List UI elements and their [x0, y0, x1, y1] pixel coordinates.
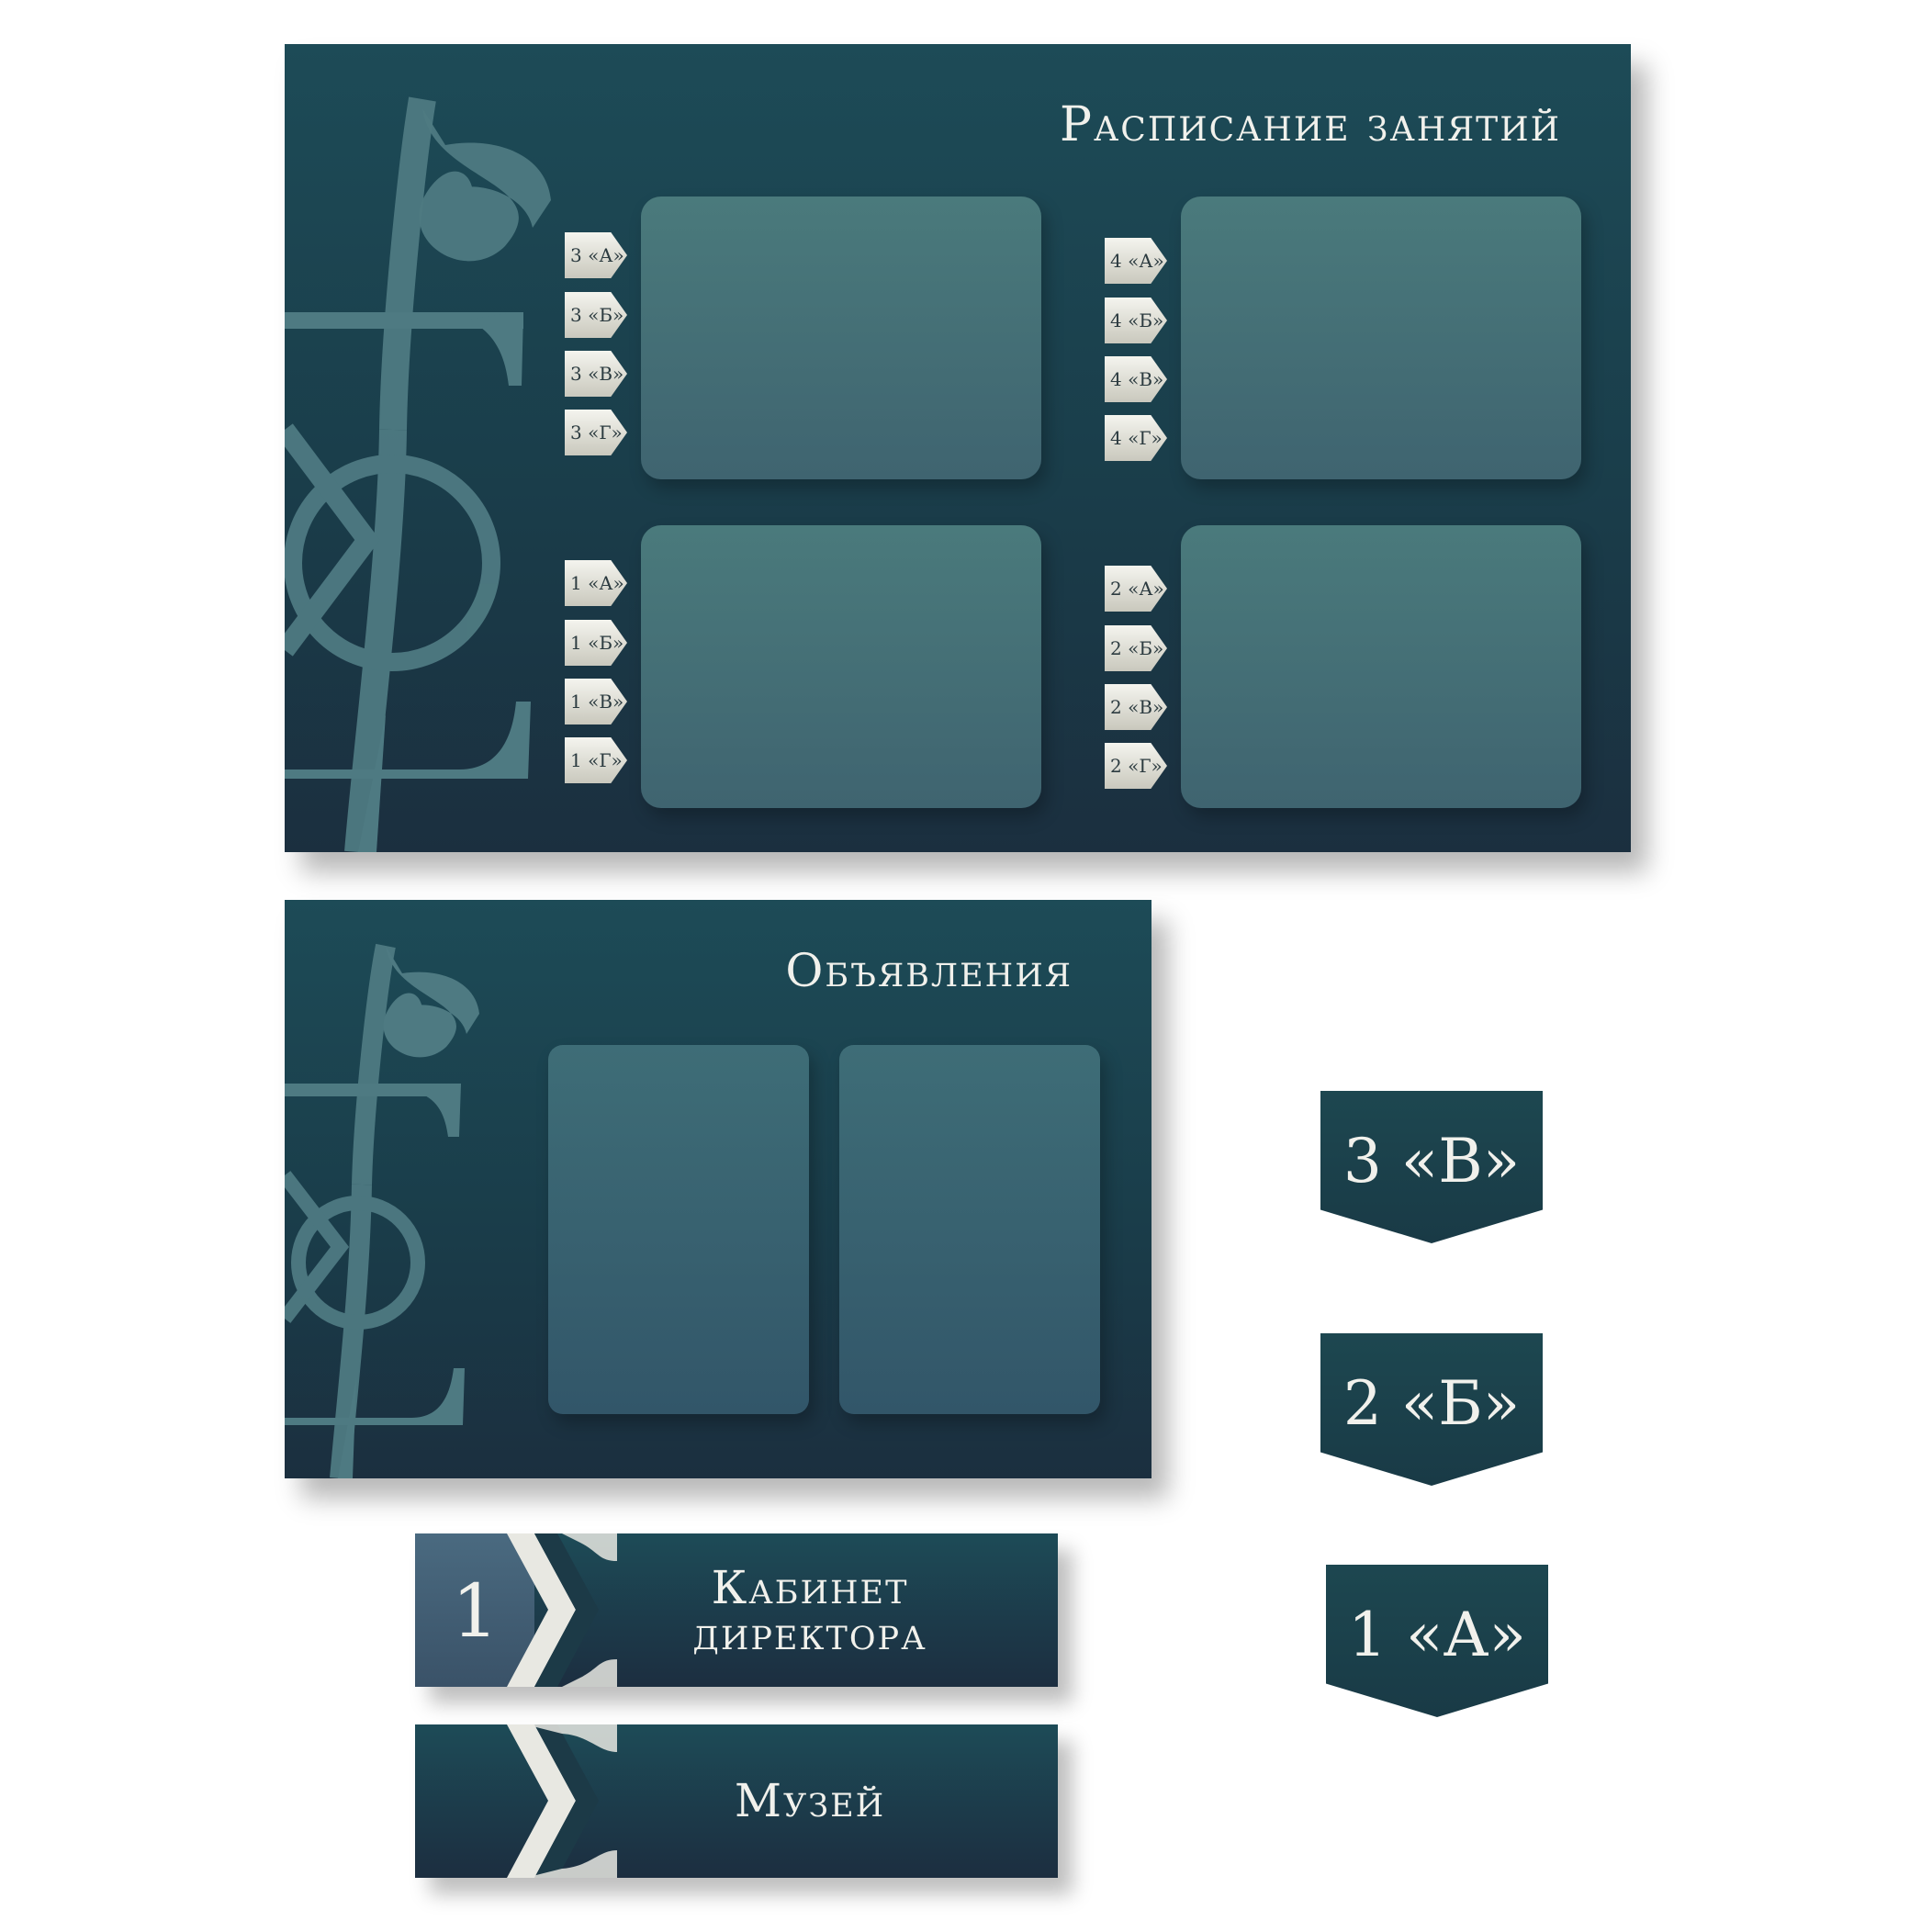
- class-tab: 4 «А»: [1105, 238, 1167, 284]
- room-label: Музей: [734, 1774, 886, 1827]
- school-monogram-icon: [285, 96, 551, 852]
- class-sign: 3 «В»: [1320, 1091, 1543, 1243]
- class-tab: 2 «Б»: [1105, 625, 1167, 671]
- class-tab: 4 «Б»: [1105, 298, 1167, 343]
- announcement-panel: [548, 1045, 809, 1414]
- schedule-panel: [1181, 525, 1581, 808]
- class-sign-label: 1 «А»: [1348, 1600, 1526, 1670]
- board-title: Расписание занятий: [1060, 97, 1561, 152]
- door-sign-director: 1 Кабинет директора: [415, 1533, 1058, 1687]
- school-monogram-icon: [285, 943, 479, 1478]
- announcements-board: Объявления: [285, 900, 1151, 1478]
- class-tab: 2 «Г»: [1105, 743, 1167, 789]
- schedule-panel: [1181, 197, 1581, 479]
- class-sign-label: 2 «Б»: [1342, 1368, 1521, 1439]
- room-label-line-1: Кабинет: [711, 1561, 909, 1614]
- class-tab: 1 «Б»: [565, 620, 627, 666]
- class-tab: 4 «Г»: [1105, 415, 1167, 461]
- class-tab: 2 «В»: [1105, 684, 1167, 730]
- class-tab: 4 «В»: [1105, 356, 1167, 402]
- chevron-icon: [507, 1533, 617, 1687]
- class-tab: 1 «А»: [565, 560, 627, 606]
- class-sign-label: 3 «В»: [1342, 1126, 1521, 1196]
- class-tab: 3 «Г»: [565, 410, 627, 455]
- room-number: 1: [452, 1568, 499, 1654]
- board-title: Объявления: [785, 944, 1073, 997]
- class-tab: 3 «А»: [565, 232, 627, 278]
- class-tab: 2 «А»: [1105, 566, 1167, 612]
- schedule-board: Расписание занятий 3 «А» 3 «Б» 3 «В» 3 «…: [285, 44, 1631, 852]
- sigma-icon: [507, 1724, 617, 1878]
- schedule-panel: [641, 525, 1041, 808]
- class-tab: 1 «В»: [565, 679, 627, 724]
- class-tab: 3 «В»: [565, 351, 627, 397]
- schedule-panel: [641, 197, 1041, 479]
- room-label: Кабинет директора: [599, 1565, 1021, 1657]
- door-sign-museum: Музей: [415, 1724, 1058, 1878]
- room-label-line-2: директора: [692, 1607, 927, 1660]
- class-tab: 3 «Б»: [565, 292, 627, 338]
- room-number-plate: [415, 1533, 534, 1687]
- class-sign: 1 «А»: [1326, 1565, 1548, 1717]
- class-tab: 1 «Г»: [565, 737, 627, 783]
- class-sign: 2 «Б»: [1320, 1333, 1543, 1486]
- announcement-panel: [839, 1045, 1100, 1414]
